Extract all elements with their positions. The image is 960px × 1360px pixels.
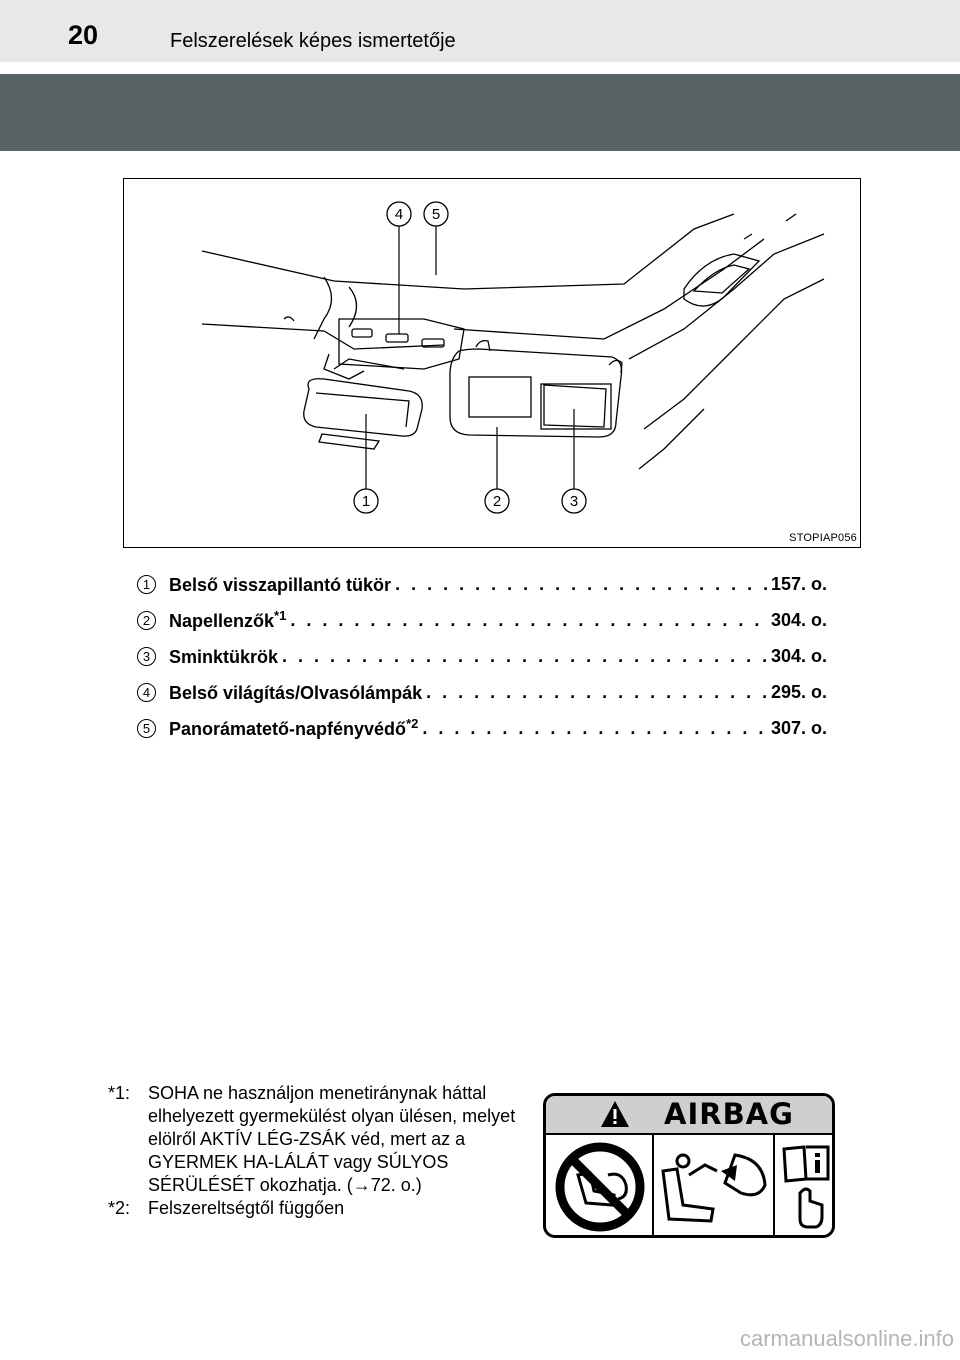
ceiling-line-drawing: 4 5 1 2 3 — [201, 201, 825, 514]
dot-leader: . . . . . . . . . . . . . . . . . . . . … — [282, 645, 767, 666]
list-item: 5 Panorámatető-napfényvédő*2 . . . . . .… — [137, 710, 827, 746]
list-item: 4 Belső világítás/Olvasólámpák . . . . .… — [137, 674, 827, 710]
figure-code: STOPIAP056 — [789, 532, 857, 544]
footnote: *2: Felszereltségtől függően — [108, 1198, 345, 1218]
airbag-label-header: AIRBAG — [546, 1096, 832, 1135]
callout-list: 1 Belső visszapillantó tükör . . . . . .… — [137, 566, 827, 746]
watermark: carmanualsonline.info — [739, 1326, 954, 1351]
item-label: Belső visszapillantó tükör — [169, 575, 392, 595]
no-rear-facing-child-seat-icon — [555, 1142, 645, 1232]
callout-1: 1 — [362, 493, 370, 510]
warning-triangle-icon — [601, 1101, 629, 1127]
item-number: 3 — [137, 646, 156, 666]
footnote-text: Felszereltségtől függően — [148, 1198, 345, 1218]
page-number: 20 — [68, 20, 99, 50]
footnote-key: *2 — [108, 1198, 126, 1218]
item-page-ref: 295. o. — [770, 681, 827, 702]
list-item: 3 Sminktükrök . . . . . . . . . . . . . … — [137, 638, 827, 674]
callout-2: 2 — [493, 493, 501, 510]
item-footnote: *2 — [406, 716, 419, 731]
header-title: Felszerelések képes ismertetője — [170, 30, 456, 52]
list-item: 1 Belső visszapillantó tükör . . . . . .… — [137, 566, 827, 602]
section-band — [0, 74, 960, 151]
item-page-ref: 157. o. — [770, 573, 827, 594]
footnote-key: *1 — [108, 1083, 126, 1103]
item-number: 2 — [137, 610, 156, 630]
dot-leader: . . . . . . . . . . . . . . . . . . . . … — [395, 573, 767, 594]
item-label: Napellenzők — [169, 611, 275, 631]
callout-3: 3 — [570, 493, 578, 510]
interior-ceiling-illustration: 4 5 1 2 3 STOPIAP056 — [123, 178, 861, 548]
item-footnote: *1 — [274, 608, 287, 623]
footnote-text: SOHA ne használjon menetiránynak háttal … — [148, 1083, 516, 1195]
item-number: 1 — [137, 574, 156, 594]
item-page-ref: 307. o. — [770, 717, 827, 738]
item-page-ref: 304. o. — [770, 609, 827, 630]
item-label: Sminktükrök — [169, 647, 279, 667]
item-label: Belső világítás/Olvasólámpák — [169, 683, 423, 703]
footnotes: *1: SOHA ne használjon menetiránynak hát… — [108, 1082, 528, 1220]
dot-leader: . . . . . . . . . . . . . . . . . . . . … — [422, 717, 767, 738]
callout-4: 4 — [395, 206, 403, 223]
item-number: 4 — [137, 682, 156, 702]
list-item: 2 Napellenzők*1 . . . . . . . . . . . . … — [137, 602, 827, 638]
airbag-warning-label: AIRBAG — [543, 1093, 835, 1238]
airbag-label-body — [546, 1135, 832, 1235]
dot-leader: . . . . . . . . . . . . . . . . . . . . … — [426, 681, 767, 702]
airbag-deploy-icon — [661, 1153, 767, 1223]
item-page-ref: 304. o. — [770, 645, 827, 666]
item-label: Panorámatető-napfényvédő — [169, 719, 407, 739]
dot-leader: . . . . . . . . . . . . . . . . . . . . … — [290, 609, 767, 630]
airbag-title: AIRBAG — [664, 1097, 794, 1131]
footnote: *1: SOHA ne használjon menetiránynak hát… — [108, 1083, 516, 1195]
callout-5: 5 — [432, 206, 440, 223]
top-header-bar: 20 Felszerelések képes ismertetője — [0, 0, 960, 62]
manual-reference-icon — [782, 1145, 830, 1229]
item-number: 5 — [137, 718, 156, 738]
